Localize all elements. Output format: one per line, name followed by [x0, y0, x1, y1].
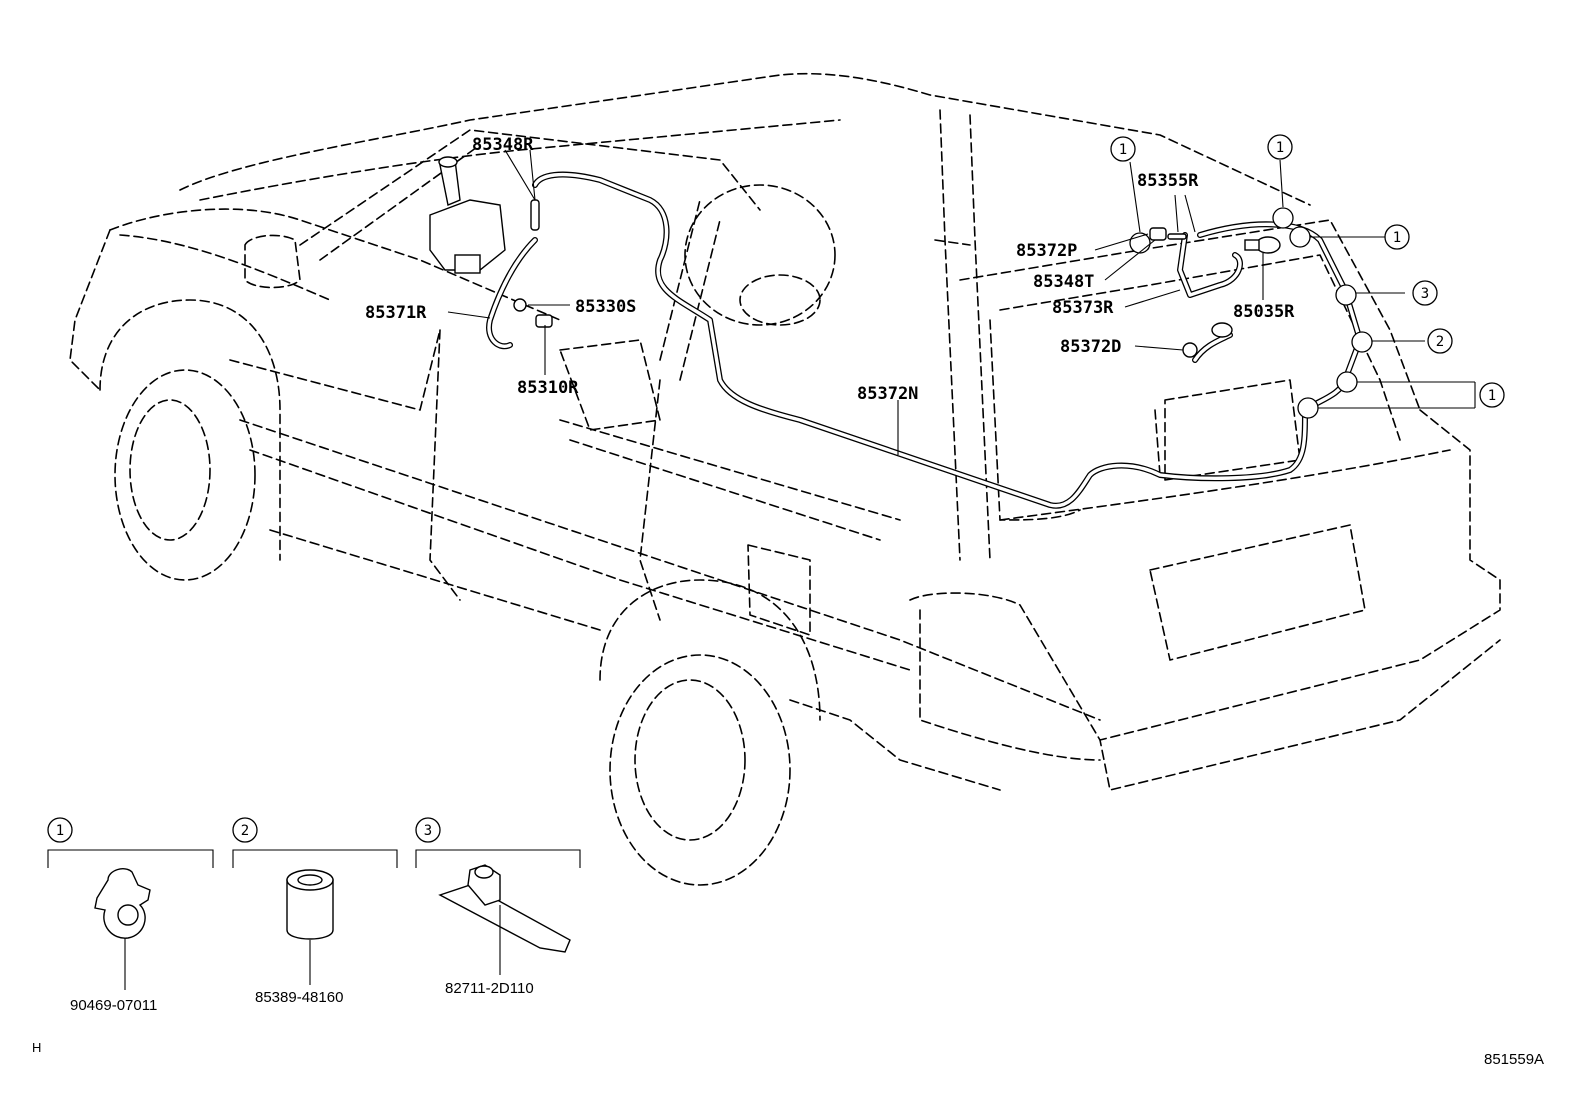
diagram-code: 851559A	[1484, 1051, 1544, 1068]
legend-item-3: 3 82711-2D110	[415, 817, 581, 997]
hose-clips	[1129, 207, 1373, 419]
grommet-85330S	[513, 298, 527, 312]
washer-tank	[429, 156, 506, 274]
legend-item-2: 2 85389-48160	[232, 817, 398, 1006]
svg-text:1: 1	[1276, 140, 1284, 156]
label-85372D: 85372D	[1060, 337, 1121, 357]
label-85372N: 85372N	[857, 384, 918, 404]
svg-text:2: 2	[241, 823, 249, 839]
svg-text:1: 1	[1119, 142, 1127, 158]
callout-1-right: 1	[1384, 224, 1410, 250]
svg-text:1: 1	[1393, 230, 1401, 246]
clip-90469-icon	[94, 868, 151, 939]
label-85373R: 85373R	[1052, 298, 1114, 318]
clamp-82711-icon	[438, 864, 571, 953]
svg-text:1: 1	[56, 823, 64, 839]
legend-part-82711-2D110: 82711-2D110	[445, 980, 534, 997]
legend-part-85389-48160: 85389-48160	[255, 989, 343, 1006]
label-85355R: 85355R	[1137, 171, 1199, 191]
legend-part-90469-07011: 90469-07011	[70, 997, 157, 1014]
callout-markers: 1 1 1 3 2 1	[1110, 134, 1505, 408]
callout-1-top-right: 1	[1267, 134, 1293, 160]
label-85348R: 85348R	[472, 135, 534, 155]
legend: 1 90469-07011 2 85389-48160 3	[47, 817, 581, 1014]
svg-text:3: 3	[424, 823, 432, 839]
label-85330S: 85330S	[575, 297, 636, 317]
clamp-85355R	[1167, 233, 1187, 240]
pump-85310R	[535, 314, 553, 328]
svg-text:2: 2	[1436, 334, 1444, 350]
svg-text:3: 3	[1421, 286, 1429, 302]
joint-85348T	[1149, 227, 1167, 241]
label-85035R: 85035R	[1233, 302, 1295, 322]
nozzle-85035R	[1244, 236, 1281, 254]
hose-joint-85348R	[530, 199, 540, 231]
svg-text:1: 1	[1488, 388, 1496, 404]
washer-hoses	[486, 171, 1363, 509]
label-85372P: 85372P	[1016, 241, 1077, 261]
corner-mark: H	[32, 1040, 41, 1055]
legend-item-1: 1 90469-07011	[47, 817, 214, 1014]
part-labels: 85348R 85371R 85330S 85310R 85372N 85355…	[365, 135, 1295, 404]
tube-85389-icon	[286, 869, 334, 940]
leader-lines	[447, 149, 1476, 455]
label-85348T: 85348T	[1033, 272, 1094, 292]
vehicle-outline	[69, 72, 1501, 886]
callout-2-right: 2	[1427, 328, 1453, 354]
callout-3-right: 3	[1412, 280, 1438, 306]
callout-1-top-left: 1	[1110, 136, 1136, 162]
callout-1-lower-right: 1	[1479, 382, 1505, 408]
label-85371R: 85371R	[365, 303, 427, 323]
joint-85372D	[1182, 322, 1233, 358]
label-85310R: 85310R	[517, 378, 579, 398]
